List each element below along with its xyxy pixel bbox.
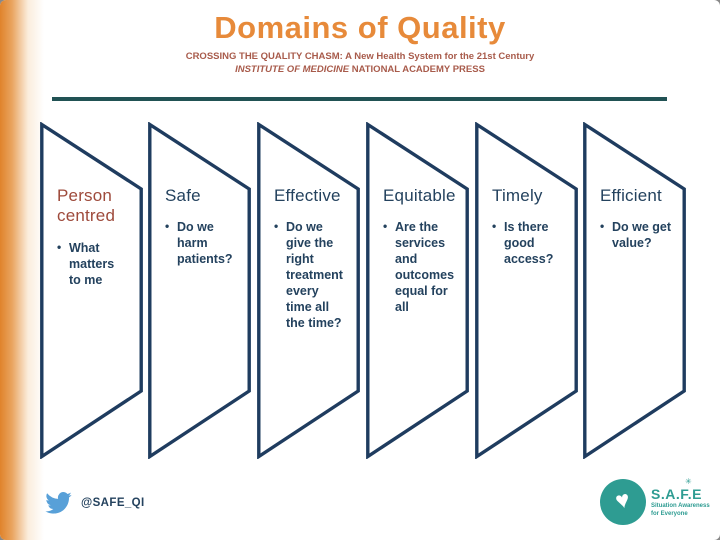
- panel-text: Person centred • What matters to me: [57, 186, 141, 288]
- safe-logo-text-block: ✳ S.A.F.E Situation Awareness for Everyo…: [651, 477, 710, 525]
- folded-panel-shape: [257, 122, 360, 459]
- twitter-bird-icon: [45, 492, 72, 514]
- panel-bullet: • Do we harm patients?: [165, 219, 249, 267]
- panel-title: Effective: [274, 186, 341, 205]
- panel-text: Timely • Is there good access?: [492, 186, 576, 267]
- panel-title: Efficient: [600, 186, 662, 205]
- bullet-marker: •: [165, 219, 170, 234]
- teal-divider-line: [52, 97, 667, 101]
- panel-title: Person centred: [57, 186, 116, 226]
- bullet-marker: •: [274, 219, 279, 234]
- domain-panel-efficient: Efficient • Do we get value?: [583, 122, 686, 459]
- twitter-handle: @SAFE_QI: [81, 497, 145, 509]
- sparkle-icon: ✳: [685, 477, 692, 486]
- domain-panel-equitable: Equitable • Are the services and outcome…: [366, 122, 469, 459]
- bullet-text: Do we give the right treatment every tim…: [286, 220, 343, 331]
- folded-panel-shape: [475, 122, 578, 459]
- panel-text: Safe • Do we harm patients?: [165, 186, 249, 267]
- domain-panel-safe: Safe • Do we harm patients?: [148, 122, 251, 459]
- bullet-text: Are the services and outcomes equal for …: [395, 220, 455, 315]
- panel-title: Safe: [165, 186, 201, 205]
- folded-panel-shape: [148, 122, 251, 459]
- domain-panel-timely: Timely • Is there good access?: [475, 122, 578, 459]
- subtitle-line2: INSTITUTE OF MEDICINE NATIONAL ACADEMY P…: [0, 63, 720, 77]
- folded-panel-shape: [583, 122, 686, 459]
- page-title: Domains of Quality: [214, 10, 506, 45]
- safe-wordmark: S.A.F.E: [651, 486, 702, 502]
- folded-panel-shape: [40, 122, 143, 459]
- panel-title: Equitable: [383, 186, 456, 205]
- panel-bullet: • Is there good access?: [492, 219, 576, 267]
- panel-bullet: • Are the services and outcomes equal fo…: [383, 219, 467, 315]
- twitter-block: @SAFE_QI: [45, 492, 145, 514]
- panel-title: Timely: [492, 186, 543, 205]
- panel-text: Effective • Do we give the right treatme…: [274, 186, 358, 331]
- safe-tagline-line2: for Everyone: [651, 510, 688, 517]
- safe-logo: ♥ ✳ S.A.F.E Situation Awareness for Ever…: [600, 477, 710, 525]
- panel-bullet: • What matters to me: [57, 240, 141, 288]
- folded-panel-shape: [366, 122, 469, 459]
- subtitle: CROSSING THE QUALITY CHASM: A New Health…: [0, 50, 720, 78]
- safe-tagline-line1: Situation Awareness: [651, 503, 710, 509]
- panel-text: Efficient • Do we get value?: [600, 186, 684, 251]
- bullet-text: Is there good access?: [504, 220, 554, 267]
- safe-tagline: Situation Awareness for Everyone: [651, 503, 710, 519]
- domain-panel-person-centred: Person centred • What matters to me: [40, 122, 143, 459]
- subtitle-line1: CROSSING THE QUALITY CHASM: A New Health…: [185, 50, 535, 62]
- bullet-marker: •: [383, 219, 388, 234]
- subtitle-line2-italic: INSTITUTE OF MEDICINE: [235, 64, 350, 76]
- bullet-marker: •: [600, 219, 605, 234]
- panel-bullet: • Do we give the right treatment every t…: [274, 219, 358, 331]
- heart-icon: ♥: [612, 485, 633, 515]
- bullet-text: Do we get value?: [612, 220, 672, 251]
- bullet-marker: •: [57, 239, 62, 254]
- domain-panel-effective: Effective • Do we give the right treatme…: [257, 122, 360, 459]
- subtitle-line2-rest: NATIONAL ACADEMY PRESS: [349, 64, 485, 76]
- heart-in-circle-icon: ♥: [600, 479, 646, 525]
- bullet-text: Do we harm patients?: [177, 220, 233, 267]
- bullet-text: What matters to me: [69, 240, 115, 287]
- slide-header: Domains of Quality CROSSING THE QUALITY …: [0, 10, 720, 77]
- panel-bullet: • Do we get value?: [600, 219, 684, 251]
- bullet-marker: •: [492, 219, 497, 234]
- panel-text: Equitable • Are the services and outcome…: [383, 186, 467, 315]
